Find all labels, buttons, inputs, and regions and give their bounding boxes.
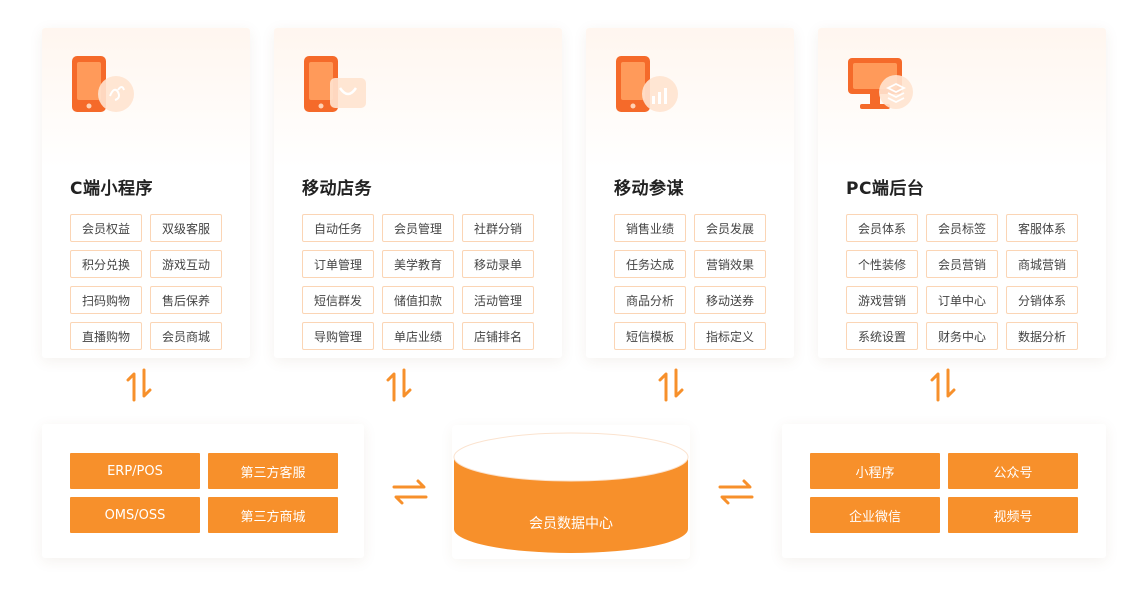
feature-tag: 短信模板 [614,322,686,350]
database-cylinder-icon [453,432,689,553]
card-pc-backend: PC端后台 会员体系 会员标签 客服体系 个性装修 会员营销 商城营销 游戏营销… [818,28,1106,358]
feature-tag: 移动录单 [462,250,534,278]
feature-tag: 移动送券 [694,286,766,314]
card-title: PC端后台 [846,179,925,199]
feature-tag: 指标定义 [694,322,766,350]
feature-tag: 商城营销 [1006,250,1078,278]
data-center-label: 会员数据中心 [529,516,613,532]
bidirectional-vertical-arrow-icon [928,368,958,402]
desktop-monitor-icon [846,54,916,114]
feature-tag: 订单管理 [302,250,374,278]
feature-tag: 导购管理 [302,322,374,350]
channel-wecom: 企业微信 [810,497,940,533]
channels-panel: 小程序 公众号 企业微信 视频号 [782,424,1106,558]
feature-tag: 财务中心 [926,322,998,350]
feature-tag: 会员商城 [150,322,222,350]
external-systems-panel: ERP/POS 第三方客服 OMS/OSS 第三方商城 [42,424,364,558]
card-c-mini-program: C端小程序 会员权益 双级客服 积分兑换 游戏互动 扫码购物 售后保养 直播购物… [42,28,250,358]
feature-tag: 任务达成 [614,250,686,278]
channel-official-account: 公众号 [948,453,1078,489]
card-title: 移动店务 [302,179,372,199]
feature-tag: 活动管理 [462,286,534,314]
feature-tag: 分销体系 [1006,286,1078,314]
bidirectional-horizontal-arrow-icon [390,478,430,506]
system-third-party-service: 第三方客服 [208,453,338,489]
feature-tag: 个性装修 [846,250,918,278]
feature-tag: 会员营销 [926,250,998,278]
bidirectional-vertical-arrow-icon [124,368,154,402]
feature-tag: 会员管理 [382,214,454,242]
member-data-center: 会员数据中心 [452,425,690,559]
feature-tag: 会员权益 [70,214,142,242]
feature-tag: 直播购物 [70,322,142,350]
feature-tag: 会员发展 [694,214,766,242]
feature-tag: 双级客服 [150,214,222,242]
channel-mini-program: 小程序 [810,453,940,489]
system-erp-pos: ERP/POS [70,453,200,489]
store-phone-icon [302,54,372,114]
feature-tag: 积分兑换 [70,250,142,278]
feature-tag: 商品分析 [614,286,686,314]
feature-tag: 数据分析 [1006,322,1078,350]
feature-tag: 短信群发 [302,286,374,314]
card-mobile-store: 移动店务 自动任务 会员管理 社群分销 订单管理 美学教育 移动录单 短信群发 … [274,28,562,358]
feature-tag: 销售业绩 [614,214,686,242]
feature-tag: 社群分销 [462,214,534,242]
feature-tag: 扫码购物 [70,286,142,314]
feature-tag: 营销效果 [694,250,766,278]
analytics-phone-icon [614,54,684,114]
bidirectional-horizontal-arrow-icon [716,478,756,506]
feature-tag: 店铺排名 [462,322,534,350]
feature-tag: 游戏营销 [846,286,918,314]
feature-tag: 储值扣款 [382,286,454,314]
feature-tag: 订单中心 [926,286,998,314]
feature-tag: 会员体系 [846,214,918,242]
feature-tag: 系统设置 [846,322,918,350]
feature-tag: 游戏互动 [150,250,222,278]
card-mobile-advisor: 移动参谋 销售业绩 会员发展 任务达成 营销效果 商品分析 移动送券 短信模板 … [586,28,794,358]
mini-program-phone-icon [70,54,140,114]
feature-tag: 单店业绩 [382,322,454,350]
bidirectional-vertical-arrow-icon [384,368,414,402]
feature-tag: 会员标签 [926,214,998,242]
feature-tag: 美学教育 [382,250,454,278]
feature-tag: 自动任务 [302,214,374,242]
card-title: C端小程序 [70,179,153,199]
card-title: 移动参谋 [614,179,684,199]
channel-video-account: 视频号 [948,497,1078,533]
system-oms-oss: OMS/OSS [70,497,200,533]
feature-tag: 售后保养 [150,286,222,314]
feature-tag: 客服体系 [1006,214,1078,242]
bidirectional-vertical-arrow-icon [656,368,686,402]
system-third-party-mall: 第三方商城 [208,497,338,533]
